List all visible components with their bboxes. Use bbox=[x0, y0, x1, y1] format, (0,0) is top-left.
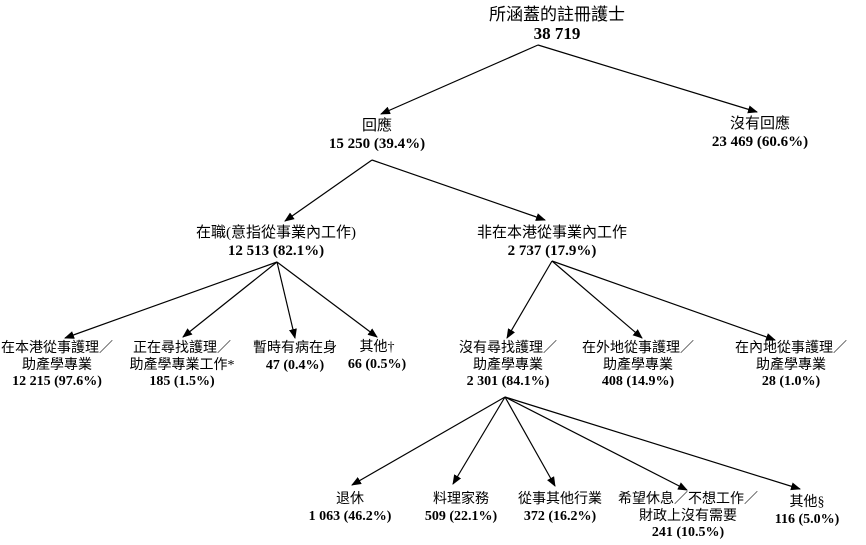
node-value: 47 (0.4%) bbox=[265, 357, 325, 373]
node-label2: 助產學專業工作* bbox=[129, 357, 235, 373]
node-not-seeking: 沒有尋找護理／ 助產學專業 2 301 (84.1%) bbox=[459, 341, 557, 391]
edge-notind-not-seeking bbox=[506, 260, 553, 339]
node-label: 在職(意指從事業內工作) bbox=[196, 225, 356, 241]
node-value: 15 250 (39.4%) bbox=[328, 136, 426, 152]
node-value: 23 469 (60.6%) bbox=[711, 134, 809, 150]
node-label2: 助產學專業 bbox=[603, 357, 673, 373]
node-value: 185 (1.5%) bbox=[149, 374, 215, 389]
node-label: 所涵蓋的註冊護士 bbox=[489, 5, 625, 24]
edge-notseek-retired bbox=[351, 396, 506, 486]
edge-notseek-other-industry bbox=[504, 396, 556, 487]
node-label: 退休 bbox=[335, 492, 364, 507]
node-label2: 財政上沒有需要 bbox=[639, 508, 737, 524]
edge-working-temp-sick bbox=[276, 261, 297, 339]
edge-notseek-others-section bbox=[504, 396, 801, 491]
node-responded: 回應 15 250 (39.4%) bbox=[329, 117, 425, 153]
node-label: 料理家務 bbox=[432, 492, 489, 507]
edge-notind-mainland bbox=[551, 260, 776, 341]
node-label: 在本港從事護理／ bbox=[1, 341, 113, 356]
node-value: 408 (14.9%) bbox=[601, 374, 675, 389]
node-label: 沒有回應 bbox=[729, 116, 790, 132]
node-label: 在外地從事護理／ bbox=[582, 341, 694, 356]
node-label: 其他§ bbox=[789, 495, 825, 510]
edge-working-seeking-job bbox=[182, 261, 278, 338]
node-label2: 助產學專業 bbox=[473, 357, 543, 373]
node-others-section: 其他§ 116 (5.0%) bbox=[775, 495, 840, 528]
node-working: 在職(意指從事業內工作) 12 513 (82.1%) bbox=[196, 224, 356, 260]
node-others-dagger: 其他† 66 (0.5%) bbox=[348, 340, 406, 373]
node-value: 372 (16.2%) bbox=[523, 508, 597, 524]
node-label: 非在本港從事業內工作 bbox=[476, 225, 628, 241]
edge-responded-not-in-industry bbox=[371, 159, 546, 221]
node-label2: 助產學專業 bbox=[756, 357, 826, 373]
node-label: 回應 bbox=[361, 118, 392, 134]
node-value: 12 215 (97.6%) bbox=[12, 374, 102, 389]
node-label: 暫時有病在身 bbox=[253, 341, 337, 356]
node-label: 從事其他行業 bbox=[518, 492, 602, 507]
edge-responded-working bbox=[284, 159, 373, 222]
node-value: 241 (10.5%) bbox=[651, 525, 725, 540]
node-value: 66 (0.5%) bbox=[347, 356, 407, 372]
node-value: 1 063 (46.2%) bbox=[308, 508, 392, 524]
edge-notind-overseas bbox=[551, 260, 643, 339]
edge-notseek-wish-rest bbox=[504, 396, 688, 491]
node-label: 其他† bbox=[359, 340, 395, 355]
node-value: 2 737 (17.9%) bbox=[507, 243, 597, 259]
edge-root-responded bbox=[380, 44, 539, 115]
node-practising-hk: 在本港從事護理／ 助產學專業 12 215 (97.6%) bbox=[1, 341, 113, 391]
node-label: 沒有尋找護理／ bbox=[459, 341, 557, 356]
edge-notseek-housework bbox=[452, 396, 506, 485]
node-retired: 退休 1 063 (46.2%) bbox=[309, 492, 392, 525]
node-label: 希望休息／不想工作／ bbox=[618, 492, 758, 507]
node-label: 在內地從事護理／ bbox=[735, 341, 847, 356]
node-not-in-industry: 非在本港從事業內工作 2 737 (17.9%) bbox=[477, 224, 627, 260]
node-value: 509 (22.1%) bbox=[424, 508, 498, 524]
node-no-response: 沒有回應 23 469 (60.6%) bbox=[712, 115, 808, 151]
edge-working-others-dagger bbox=[276, 261, 378, 338]
edge-working-practising-hk bbox=[64, 261, 278, 339]
node-label: 正在尋找護理／ bbox=[133, 341, 231, 356]
node-temp-sick: 暫時有病在身 47 (0.4%) bbox=[253, 341, 337, 374]
node-overseas: 在外地從事護理／ 助產學專業 408 (14.9%) bbox=[582, 341, 694, 391]
node-seeking-job: 正在尋找護理／ 助產學專業工作* 185 (1.5%) bbox=[130, 341, 235, 391]
node-label2: 助產學專業 bbox=[22, 357, 92, 373]
node-other-industry: 從事其他行業 372 (16.2%) bbox=[518, 492, 602, 525]
node-housework: 料理家務 509 (22.1%) bbox=[425, 492, 497, 525]
edge-root-no-response bbox=[537, 44, 758, 114]
node-value: 12 513 (82.1%) bbox=[227, 243, 325, 259]
node-value: 38 719 bbox=[533, 24, 581, 43]
node-value: 116 (5.0%) bbox=[774, 511, 840, 527]
node-wish-rest: 希望休息／不想工作／ 財政上沒有需要 241 (10.5%) bbox=[618, 492, 758, 542]
node-value: 2 301 (84.1%) bbox=[466, 374, 550, 389]
node-value: 28 (1.0%) bbox=[761, 374, 821, 389]
node-root: 所涵蓋的註冊護士 38 719 bbox=[489, 5, 625, 43]
node-mainland: 在內地從事護理／ 助產學專業 28 (1.0%) bbox=[735, 341, 847, 391]
